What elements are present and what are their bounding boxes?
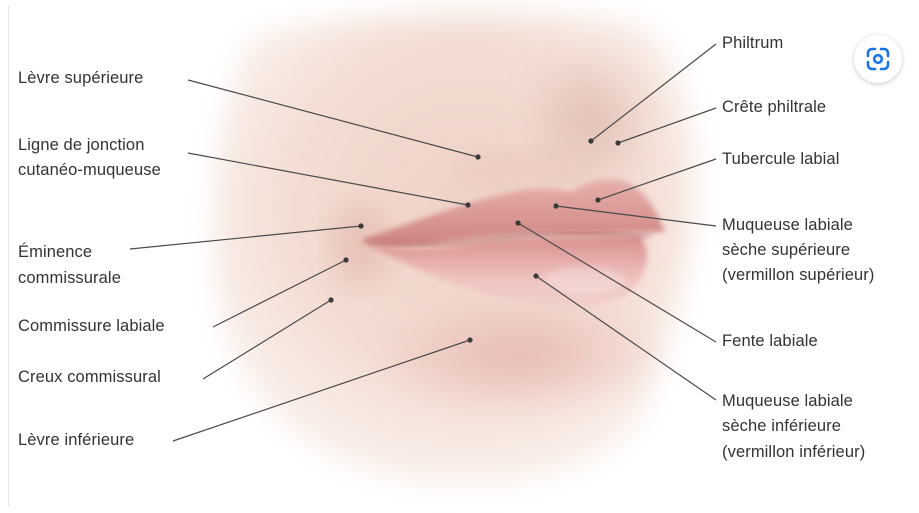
dot-crete [615, 140, 620, 145]
label-muq-sup-3: (vermillon supérieur) [722, 263, 874, 287]
label-tubercule-labial: Tubercule labial [722, 147, 839, 171]
dot-philtrum [588, 138, 593, 143]
label-commissure-labiale: Commissure labiale [18, 314, 165, 338]
dot-muq-inf [533, 273, 538, 278]
label-levre-inferieure: Lèvre inférieure [18, 428, 134, 452]
dot-ligne-jonction [465, 202, 470, 207]
dot-levre-superieure [475, 154, 480, 159]
chin-shade [370, 295, 670, 415]
dot-levre-inferieure [467, 337, 472, 342]
label-muq-sup-2: sèche supérieure [722, 238, 850, 262]
label-muq-inf-1: Muqueuse labiale [722, 389, 853, 413]
label-fente-labiale: Fente labiale [722, 329, 818, 353]
label-levre-superieure: Lèvre supérieure [18, 66, 143, 90]
nostril-shade [450, 150, 590, 190]
label-eminence-2: commissurale [18, 266, 121, 290]
label-philtrum: Philtrum [722, 31, 783, 55]
label-creux-commissural: Creux commissural [18, 365, 161, 389]
label-eminence-1: Éminence [18, 240, 92, 264]
google-lens-button[interactable] [854, 35, 902, 83]
dot-tubercule [595, 197, 600, 202]
label-muq-inf-3: (vermillon inférieur) [722, 440, 865, 464]
label-ligne-jonction-1: Ligne de jonction [18, 133, 144, 157]
label-muq-inf-2: sèche inférieure [722, 414, 841, 438]
dot-muq-sup [553, 203, 558, 208]
dot-fente [515, 220, 520, 225]
label-ligne-jonction-2: cutanéo-muqueuse [18, 158, 161, 182]
label-muq-sup-1: Muqueuse labiale [722, 213, 853, 237]
dot-eminence [358, 223, 363, 228]
google-lens-icon [864, 45, 892, 73]
dot-commissure [343, 257, 348, 262]
label-crete-philtrale: Crête philtrale [722, 95, 826, 119]
dot-creux [328, 297, 333, 302]
